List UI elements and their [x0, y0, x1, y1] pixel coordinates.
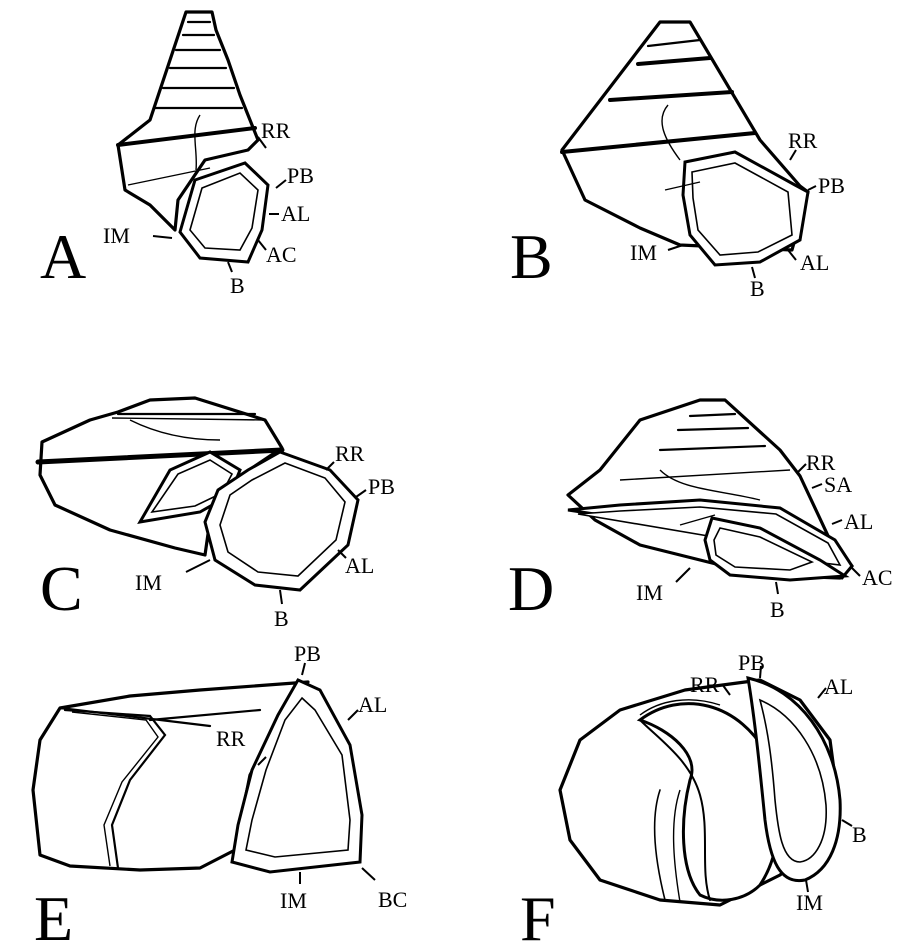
panel-e-label-pb: PB [294, 641, 321, 666]
panel-c-letter: C [40, 553, 83, 624]
panel-e-label-im: IM [280, 888, 307, 913]
panel-a-label-rr: RR [261, 118, 291, 143]
panel-f-label-im: IM [796, 890, 823, 915]
panel-c-label-im: IM [135, 570, 162, 595]
panel-f-label-al: AL [824, 674, 853, 699]
panel-c: RR PB AL IM B C [38, 398, 395, 631]
panel-f: PB RR AL B IM F [520, 650, 867, 949]
panel-e: RR PB AL IM BC E [33, 641, 407, 949]
panel-c-label-b: B [274, 606, 289, 631]
panel-a: RR PB AL IM AC B A [40, 12, 314, 298]
panel-e-letter: E [34, 883, 73, 949]
panel-a-label-im: IM [103, 223, 130, 248]
panel-f-letter: F [520, 883, 556, 949]
panel-d-label-ac: AC [862, 565, 893, 590]
panel-b-label-al: AL [800, 250, 829, 275]
panel-e-label-bc: BC [378, 887, 407, 912]
panel-d-label-sa: SA [824, 472, 852, 497]
panel-b-label-pb: PB [818, 173, 845, 198]
panel-a-label-b: B [230, 273, 245, 298]
panel-b-label-im: IM [630, 240, 657, 265]
panel-d-label-im: IM [636, 580, 663, 605]
panel-a-label-al: AL [281, 201, 310, 226]
panel-e-label-al: AL [358, 692, 387, 717]
panel-f-label-b: B [852, 822, 867, 847]
panel-c-label-pb: PB [368, 474, 395, 499]
panel-b-letter: B [510, 221, 553, 292]
panel-f-label-rr: RR [690, 672, 720, 697]
panel-f-label-pb: PB [738, 650, 765, 675]
panel-b-label-rr: RR [788, 128, 818, 153]
panel-b: RR PB IM AL B B [510, 22, 845, 301]
panel-d: RR SA AL IM AC B D [508, 400, 893, 624]
panel-c-label-al: AL [345, 553, 374, 578]
panel-d-letter: D [508, 553, 554, 624]
panel-a-label-ac: AC [266, 242, 297, 267]
panel-d-label-b: B [770, 597, 785, 622]
panel-e-label-rr: RR [216, 726, 246, 751]
panel-b-label-b: B [750, 276, 765, 301]
panel-a-letter: A [40, 221, 86, 292]
panel-c-label-rr: RR [335, 441, 365, 466]
panel-a-label-pb: PB [287, 163, 314, 188]
panel-d-label-al: AL [844, 509, 873, 534]
